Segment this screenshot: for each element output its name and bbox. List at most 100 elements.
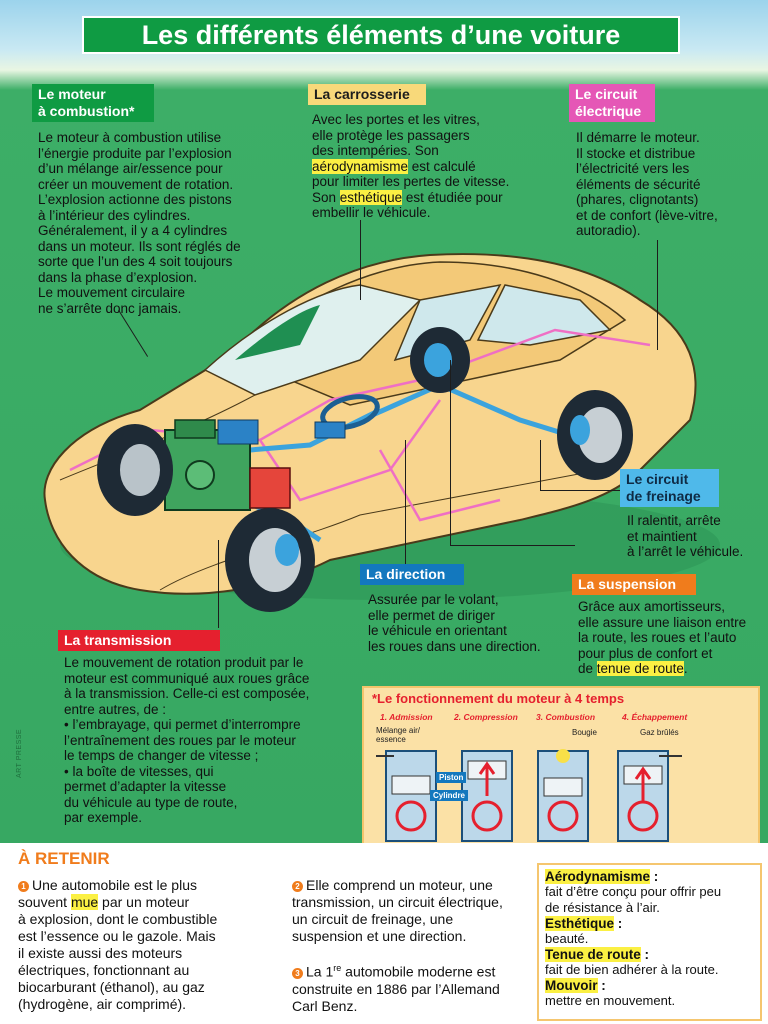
step-admission: 1. Admission [380,712,433,722]
transmission-line: l’entraînement des roues par le moteur [64,732,296,748]
glossary-definition: mettre en mouvement. [545,993,676,1008]
circuit-electrique-line: éléments de sécurité [576,176,701,192]
suspension-heading: La suspension [572,574,696,595]
moteur-line: Le mouvement circulaire [38,285,186,300]
direction-heading: La direction [360,564,464,585]
step-compression: 2. Compression [454,712,518,722]
transmission-line: moteur est communiqué aux roues grâce [64,670,310,686]
leader-line [450,360,451,545]
label-piston: Piston [436,772,467,783]
moteur-line: L’explosion actionne des pistons [38,192,232,207]
car-illustration [43,253,720,612]
engine-block [164,419,291,511]
wheel-front-left [97,424,173,516]
retenir-line: transmission, un circuit électrique, [292,894,503,910]
circuit-electrique-text: Il démarre le moteur.Il stocke et distri… [576,130,761,239]
freinage-line: et maintient [627,528,697,544]
direction-line: Assurée par le volant, [368,592,499,607]
moteur-line: créer un mouvement de rotation. [38,176,234,192]
retenir-line: un circuit de freinage, une [292,911,454,927]
moteur-line: l’énergie produite par l’explosion [38,145,232,161]
carrosserie-heading: La carrosserie [308,84,426,105]
retenir-line: (hydrogène, air comprimé). [18,996,187,1012]
leader-line [218,540,219,628]
glossary-definition: beauté. [545,931,589,946]
windshield [203,284,422,396]
transmission-heading: La transmission [58,630,220,651]
moteur-line: dans la phase d’explosion. [38,269,198,285]
highlight-aerodynamisme: aérodynamisme [312,158,409,174]
transmission-line: le temps de changer de vitesse ; [64,748,259,763]
number-badge: 1 [18,881,29,892]
circuit-electrique-line: Il stocke et distribue [576,145,696,161]
step-echappement: 4. Échappement [622,712,688,722]
retenir-line: il existe aussi des moteurs [18,945,183,961]
moteur-heading: Le moteur à combustion* [32,84,154,122]
a-retenir-heading: À RETENIR [18,849,110,868]
cylinder-2 [461,750,513,842]
glossary-term: Aérodynamisme : [545,869,659,884]
wheel-front-right [225,508,315,612]
freinage-line: Il ralentit, arrête [627,513,721,528]
wheel-rear-right [557,390,633,480]
freinage-heading: Le circuit de freinage [620,469,719,507]
highlight-esthetique: esthétique [339,189,403,205]
steering-wheel [320,394,380,430]
retenir-line: suspension et une direction. [292,928,467,944]
freinage-line: à l’arrêt le véhicule. [627,544,744,559]
glossary-term: Mouvoir : [545,978,606,993]
leader-line [450,545,575,546]
cylinder-diagrams [376,749,682,842]
circuit-electrique-heading: Le circuit électrique [569,84,655,122]
circuit-electrique-line: et de confort (lève-vitre, [576,207,718,223]
moteur-line: sorte que l’un des 4 soit toujours [38,254,233,269]
circuit-electrique-line: Il démarre le moteur. [576,130,700,145]
carrosserie-text: Avec les portes et les vitres, elle prot… [312,112,510,220]
moteur-line: d’un mélange air/essence pour [38,161,223,176]
highlight-tenue-de-route: tenue de route [596,661,684,676]
transmission-line: • la boîte de vitesses, qui [64,763,214,779]
transmission-line: du véhicule au type de route, [64,794,238,810]
circuit-electrique-line: autoradio). [576,223,641,238]
moteur-line: dans un moteur. Ils sont réglés de [38,238,241,254]
direction-line: elle permet de diriger [368,607,495,623]
label-cylindre: Cylindre [430,790,469,801]
cylinder-1 [376,750,437,842]
side-window-rear [476,284,612,346]
retenir-line: électriques, fonctionnant au [18,962,190,978]
retenir-line: à explosion, dont le combustible [18,911,218,927]
label-melange: Mélange air/ essence [376,726,421,744]
engine-cycle-title: *Le fonctionnement du moteur à 4 temps [372,691,625,706]
number-badge: 3 [292,967,303,979]
moteur-line: Le moteur à combustion utilise [38,130,222,145]
glossary-definition: de résistance à l’air. [545,900,660,915]
cylinder-4 [617,750,682,842]
leader-line [405,440,406,565]
leader-line [540,440,541,490]
moteur-line: ne s’arrête donc jamais. [38,300,182,316]
transmission-line: entre autres, de : [64,701,167,717]
moteur-line: Généralement, il y a 4 cylindres [38,223,228,238]
wheel-rear-left [410,327,470,393]
leader-line [360,220,361,300]
transmission-line: permet d’adapter la vitesse [64,779,227,794]
page-title: Les différents éléments d’une voiture [82,16,680,54]
transmission-line: Le mouvement de rotation produit par le [64,655,304,670]
glossary: Aérodynamisme :fait d’être conçu pour of… [537,863,762,1021]
transmission-line: à la transmission. Celle-ci est composée… [64,686,310,701]
credit: ART PRESSE [16,728,23,778]
cylinder-3 [537,749,589,842]
circuit-electrique-line: l’électricité vers les [576,161,690,176]
direction-text: Assurée par le volant,elle permet de dir… [368,592,568,654]
number-badge: 2 [292,881,303,892]
suspension-text: Grâce aux amortisseurs, elle assure une … [578,599,747,676]
glossary-term: Tenue de route : [545,947,650,962]
